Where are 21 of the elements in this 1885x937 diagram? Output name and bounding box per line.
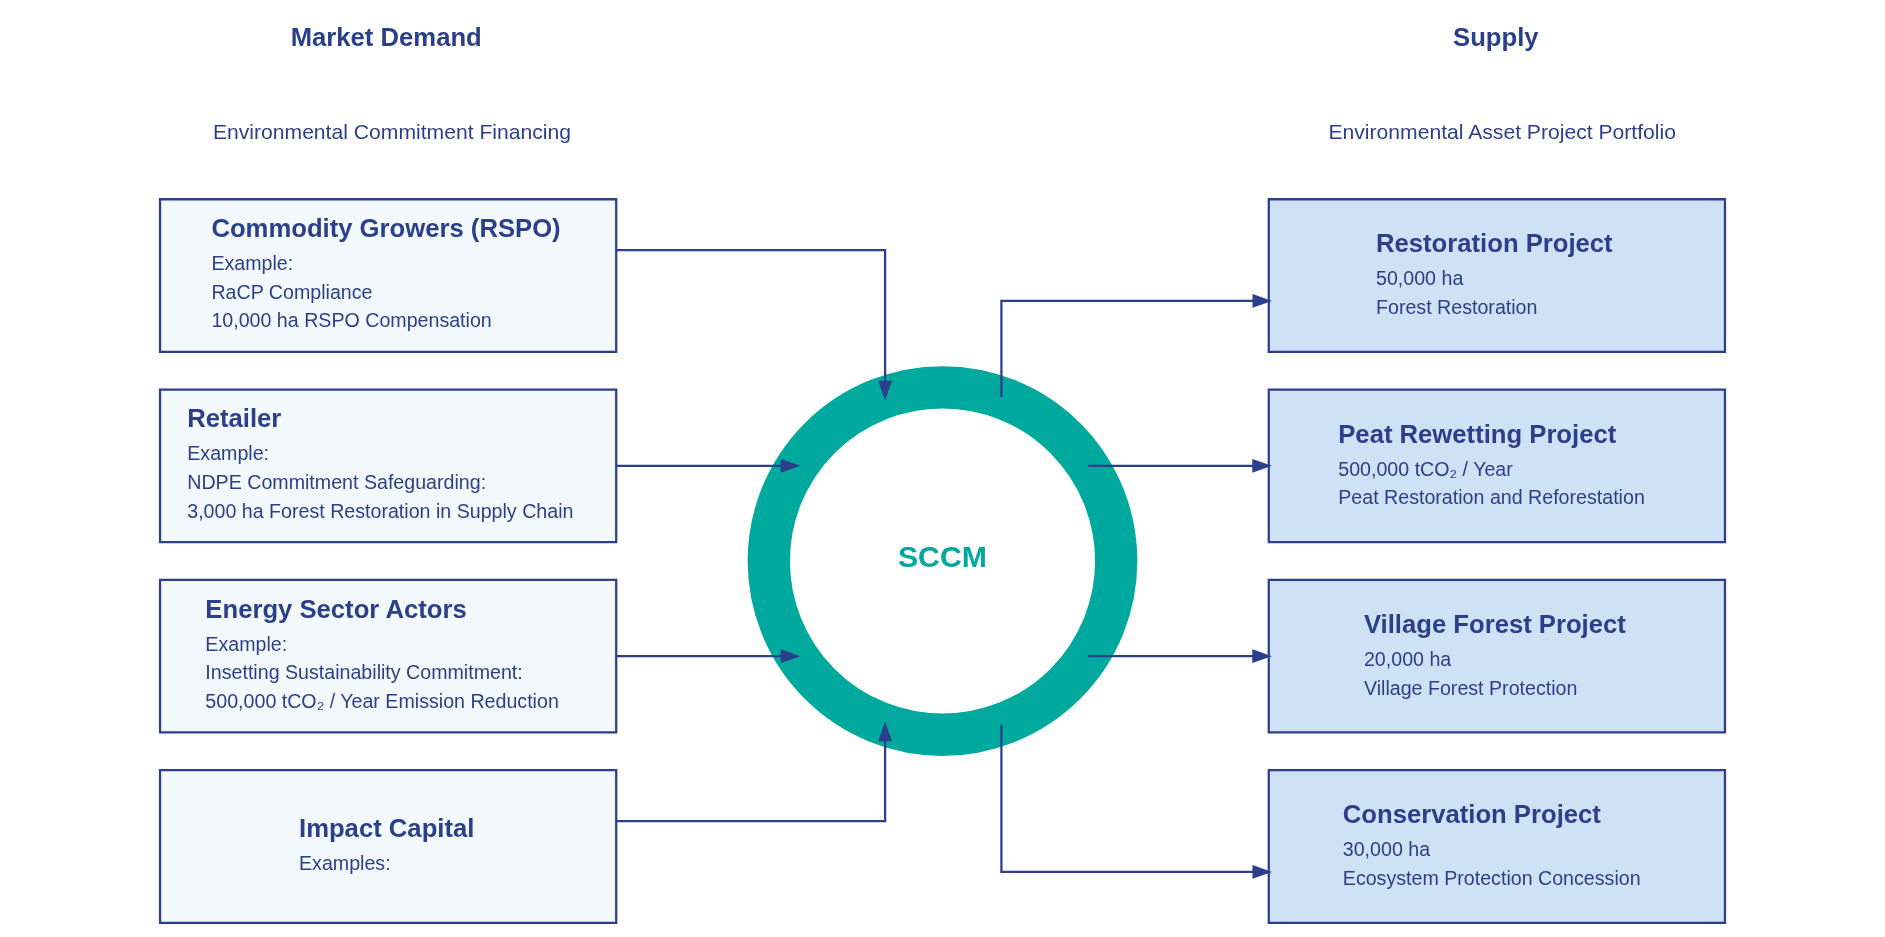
node-box: Commodity Growers (RSPO) Example: RaCP Compliance 10,000 ha RSPO Compensation [158,198,618,353]
node-box: Conservation Project 30,000 ha Ecosystem Protection Concession [1267,769,1727,924]
node-box: Retailer Example: NDPE Commitment Safeguarding: 3,000 ha Forest Restoration in Supply Chain [158,388,618,544]
arrow [1000,724,1273,879]
arrow [616,458,801,473]
arrow [616,248,892,401]
node-box: Energy Sector Actors Example: Insetting Sustainability Commitment: 500,000 tCO₂ / Year Emission Reduction [158,578,618,734]
arrow [616,649,801,664]
node-box: Restoration Project 50,000 ha Forest Restoration [1267,198,1727,353]
label: Market Demand [290,23,482,52]
node-box: Village Forest Project 20,000 ha Village Forest Protection [1267,578,1727,734]
arrow [1088,649,1272,664]
arrow [616,721,892,823]
node-box: Peat Rewetting Project 500,000 tCO₂ / Year Peat Restoration and Reforestation [1267,388,1727,544]
label: Supply [1453,23,1539,52]
arrow [1088,458,1272,473]
label: Environmental Asset Project Portfolio [1328,120,1676,144]
node-circle: SCCM [747,366,1138,756]
node-box: Impact Capital Examples: [158,769,618,924]
arrow [1000,294,1273,398]
label: Environmental Commitment Financing [212,120,571,144]
